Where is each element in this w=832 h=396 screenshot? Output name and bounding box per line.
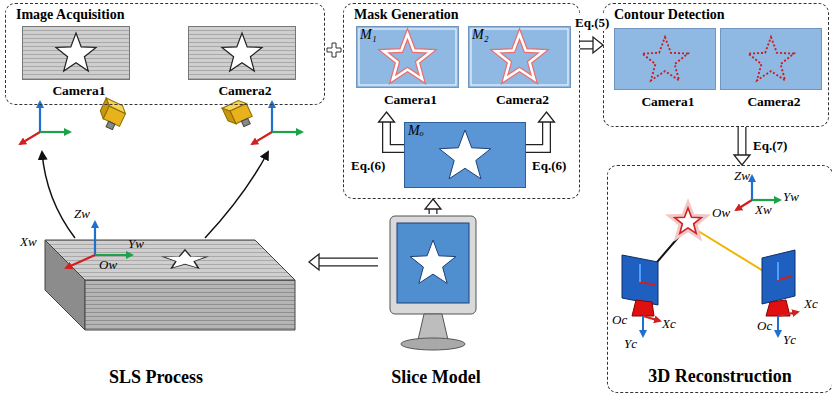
axis-label: Xc: [662, 316, 676, 332]
group-heading: Image Acquisition: [16, 7, 125, 23]
mask-symbol: M₂: [472, 27, 489, 43]
image-panel: Mₒ: [404, 122, 526, 188]
axis-label: Yw: [783, 189, 799, 205]
image-panel: M₂ Camera2: [468, 26, 577, 112]
axis-label: Zw: [74, 206, 90, 222]
camera-label: Camera1: [614, 94, 722, 110]
group-heading: Contour Detection: [614, 7, 725, 23]
axis-label: Yc: [624, 336, 637, 352]
mask-panel: [614, 28, 716, 90]
equation-label: Eq.(6): [531, 158, 567, 174]
camera-label: Camera2: [468, 92, 577, 108]
plus-sign: [327, 43, 341, 57]
camera-image: [22, 26, 130, 80]
axis-label: Xw: [20, 234, 37, 250]
axis-label: Zw: [734, 168, 750, 184]
axis-label: Ow: [99, 257, 117, 273]
hollow-arrow: [580, 37, 603, 53]
monitor-node: Slice Model: [378, 214, 494, 392]
group-box: Image AcquisitionCamera1 Camera2: [5, 3, 325, 105]
sls-platform: [45, 240, 295, 330]
axis-label: Ow: [712, 205, 730, 221]
camera-label: Camera2: [720, 94, 828, 110]
mask-symbol: Mₒ: [408, 123, 424, 139]
group-heading: Mask Generation: [354, 7, 459, 23]
hollow-arrow: [526, 112, 554, 148]
process-label: SLS Process: [3, 367, 309, 388]
camera-label: Camera1: [356, 92, 465, 108]
camera-icon: [95, 98, 128, 132]
reconstruction-figure: [622, 205, 798, 336]
curved-arrow: [205, 152, 268, 238]
equation-label: Eq.(6): [350, 158, 386, 174]
hollow-arrow: [734, 127, 750, 165]
mask-symbol: M₁: [360, 27, 377, 43]
image-panel: Camera1: [22, 26, 136, 102]
camera-icon: [222, 98, 255, 132]
image-panel: M₁ Camera1: [356, 26, 465, 112]
hollow-arrow: [379, 112, 404, 148]
axis-label: Yw: [128, 236, 144, 252]
axis-label: Oc: [757, 318, 772, 334]
equation-label: Eq.(5): [574, 15, 610, 31]
camera-label: Camera2: [188, 83, 302, 99]
axis-label: Xc: [804, 296, 818, 312]
axis-label: Oc: [612, 312, 627, 328]
axis-label: Yc: [783, 332, 796, 348]
axes: [20, 102, 302, 144]
process-label: Slice Model: [378, 367, 494, 388]
curved-arrow: [42, 152, 75, 238]
image-panel: Camera2: [720, 28, 828, 114]
camera-image: [188, 26, 296, 80]
hollow-arrow: [309, 254, 378, 270]
image-panel: Camera2: [188, 26, 302, 102]
monitor-icon: [378, 214, 488, 354]
equation-label: Eq.(7): [752, 138, 788, 154]
image-panel: Camera1: [614, 28, 722, 114]
process-node: SLS Process: [3, 222, 309, 392]
group-box: Contour DetectionCamera1Camera2: [603, 3, 829, 127]
group-heading: 3D Reconstruction: [608, 366, 832, 387]
hollow-arrow: [425, 199, 441, 214]
camera-label: Camera1: [22, 83, 136, 99]
mask-panel: [720, 28, 822, 90]
axis-label: Xw: [755, 202, 772, 218]
